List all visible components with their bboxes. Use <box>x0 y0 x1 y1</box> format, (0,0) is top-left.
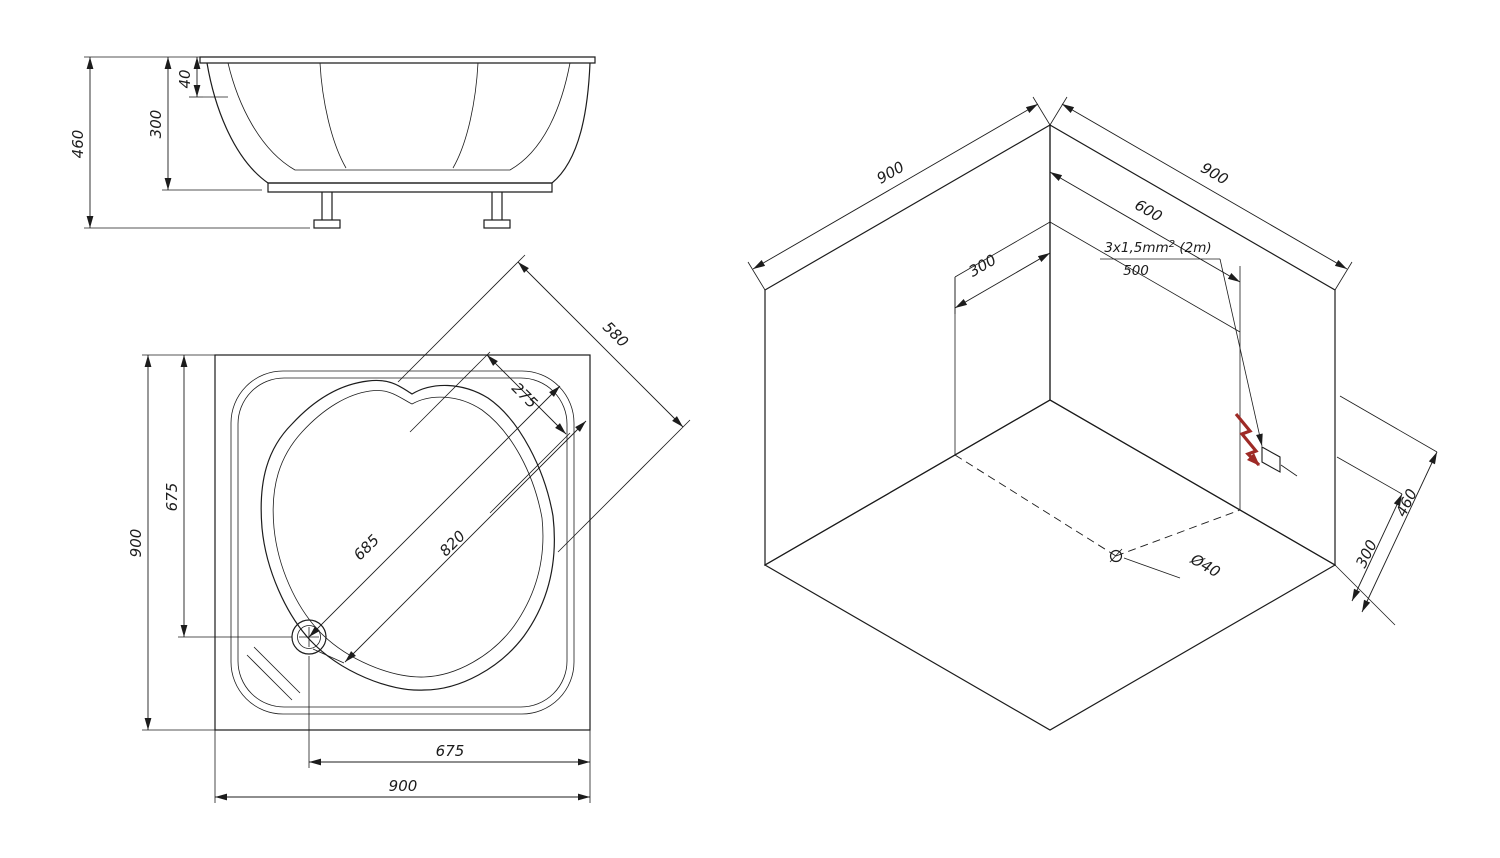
plan-dim-580-diagonal: 580 <box>397 254 691 553</box>
side-dim-40-label: 40 <box>176 69 194 88</box>
plan-dim-900-bottom-label: 900 <box>389 777 418 795</box>
room-corner <box>763 123 1337 731</box>
cable-spec-text: 3x1,5mm2 (2m) <box>1104 239 1211 256</box>
drain-diameter-label: Ø40 <box>1187 550 1224 582</box>
iso-dim-900-right-label: 900 <box>1198 159 1232 189</box>
cable-spec-callout: 3x1,5mm2 (2m) 500 <box>1100 239 1263 447</box>
tray-footprint-dashed <box>954 454 1241 557</box>
isometric-view: Ø40 900 900 600 300 3x1,5mm2 (2m) 500 <box>747 96 1438 731</box>
electrical-outlet <box>1234 412 1298 477</box>
side-dim-460-label: 460 <box>69 130 87 159</box>
plan-dim-820-label: 820 <box>436 527 469 560</box>
iso-dim-600-label: 600 <box>1132 196 1166 226</box>
plan-dim-275-label: 275 <box>508 379 541 412</box>
plan-dim-675-bottom: 675 <box>308 656 591 768</box>
cable-height-label: 500 <box>1123 263 1149 279</box>
basin-outer-contour <box>260 379 555 691</box>
iso-dim-900-left-label: 900 <box>874 158 908 188</box>
plan-dim-580-label: 580 <box>599 318 632 351</box>
electrical-bolt-icon <box>1234 412 1261 467</box>
plan-dim-685-diagonal: 685 <box>308 385 561 638</box>
plan-dim-900-left: 900 <box>127 354 215 731</box>
plan-dim-820-diagonal: 820 <box>312 420 587 664</box>
plan-view: 900 675 580 275 685 820 <box>127 254 691 803</box>
plan-dim-900-left-label: 900 <box>127 529 145 558</box>
side-elevation-view: 460 300 40 <box>69 56 596 229</box>
side-dim-300-label: 300 <box>147 110 165 139</box>
plan-dim-685-label: 685 <box>350 531 383 564</box>
iso-dim-900-right: 900 <box>1049 96 1353 291</box>
tub-feet <box>313 192 511 229</box>
tray-rim-outer <box>230 370 575 715</box>
iso-dim-300-niche-label: 300 <box>966 251 1000 281</box>
tray-rim-inner <box>237 377 568 708</box>
iso-dim-300-niche: 300 <box>954 251 1051 314</box>
tray-outer-square <box>214 354 591 731</box>
plan-dim-900-bottom: 900 <box>214 730 591 803</box>
tub-side-profile <box>199 56 596 229</box>
side-dim-40: 40 <box>176 57 203 98</box>
iso-dim-heights-right: 300 460 <box>1334 395 1438 626</box>
side-dim-300: 300 <box>147 57 262 191</box>
plan-dim-675-bottom-label: 675 <box>436 742 465 760</box>
plan-dim-675-left: 675 <box>163 355 292 638</box>
outlet-box <box>1261 446 1281 473</box>
basin-inner-contour <box>272 390 544 678</box>
iso-dim-300-height-label: 300 <box>1352 537 1381 571</box>
corner-detail <box>246 646 301 701</box>
side-dim-460: 460 <box>69 56 310 229</box>
iso-dim-900-left: 900 <box>747 96 1051 291</box>
plan-dim-675-left-label: 675 <box>163 483 181 512</box>
drain-icon <box>1109 548 1181 579</box>
